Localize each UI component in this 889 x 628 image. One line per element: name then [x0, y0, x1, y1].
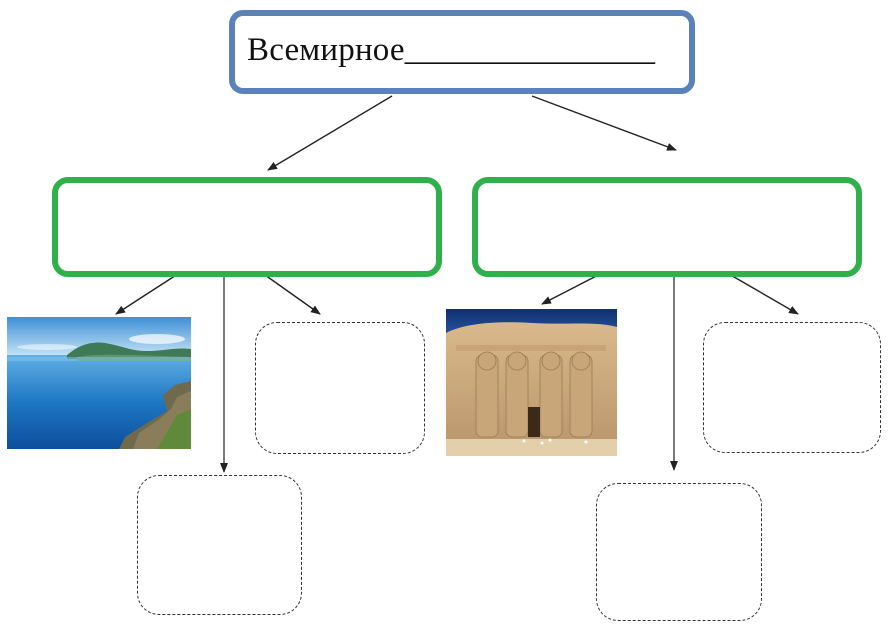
title-text: Всемирное_______________ — [247, 32, 655, 69]
title-box: Всемирное_______________ — [229, 10, 695, 94]
arrow-title-to-right-category — [532, 96, 676, 150]
arrow-title-to-left-category — [268, 96, 392, 170]
placeholder-box-right-right — [703, 322, 881, 453]
placeholder-box-right-bottom — [596, 483, 762, 621]
lake-landscape-photo — [7, 317, 191, 449]
placeholder-box-left-bottom — [137, 475, 302, 615]
category-box-right — [472, 177, 862, 277]
placeholder-box-left-right — [255, 322, 425, 454]
rock-temple-statues-photo — [446, 309, 617, 456]
category-box-left — [52, 177, 442, 277]
